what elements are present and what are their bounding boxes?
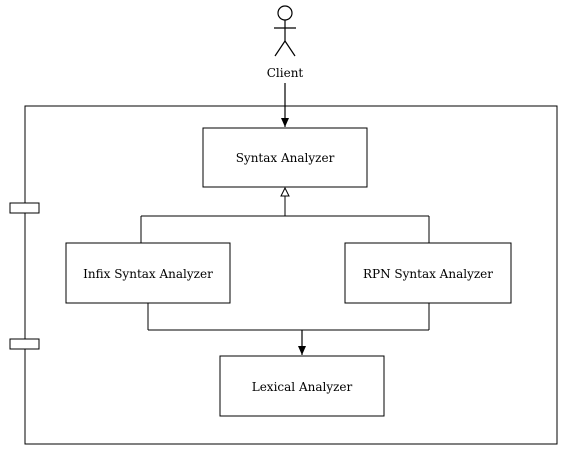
component-port-top (9, 202, 40, 214)
client-label: Client (267, 66, 304, 80)
component-port-bottom (9, 338, 40, 350)
generalization-connector (140, 195, 430, 243)
syntax-analyzer-box (202, 127, 368, 188)
actor-head-icon (277, 5, 293, 21)
inheritance-triangle-icon (280, 186, 290, 197)
client-actor (274, 5, 296, 57)
infix-syntax-analyzer-box (65, 242, 231, 304)
component-boundary (24, 105, 558, 445)
syntax-analyzer-label: Syntax Analyzer (236, 151, 335, 165)
rpn-syntax-analyzer-box (344, 242, 512, 304)
lexical-analyzer-label: Lexical Analyzer (252, 380, 353, 394)
lexical-analyzer-box (219, 355, 385, 417)
infix-syntax-analyzer-label: Infix Syntax Analyzer (83, 267, 213, 281)
lexical-connector (147, 303, 430, 331)
rpn-syntax-analyzer-label: RPN Syntax Analyzer (363, 267, 493, 281)
